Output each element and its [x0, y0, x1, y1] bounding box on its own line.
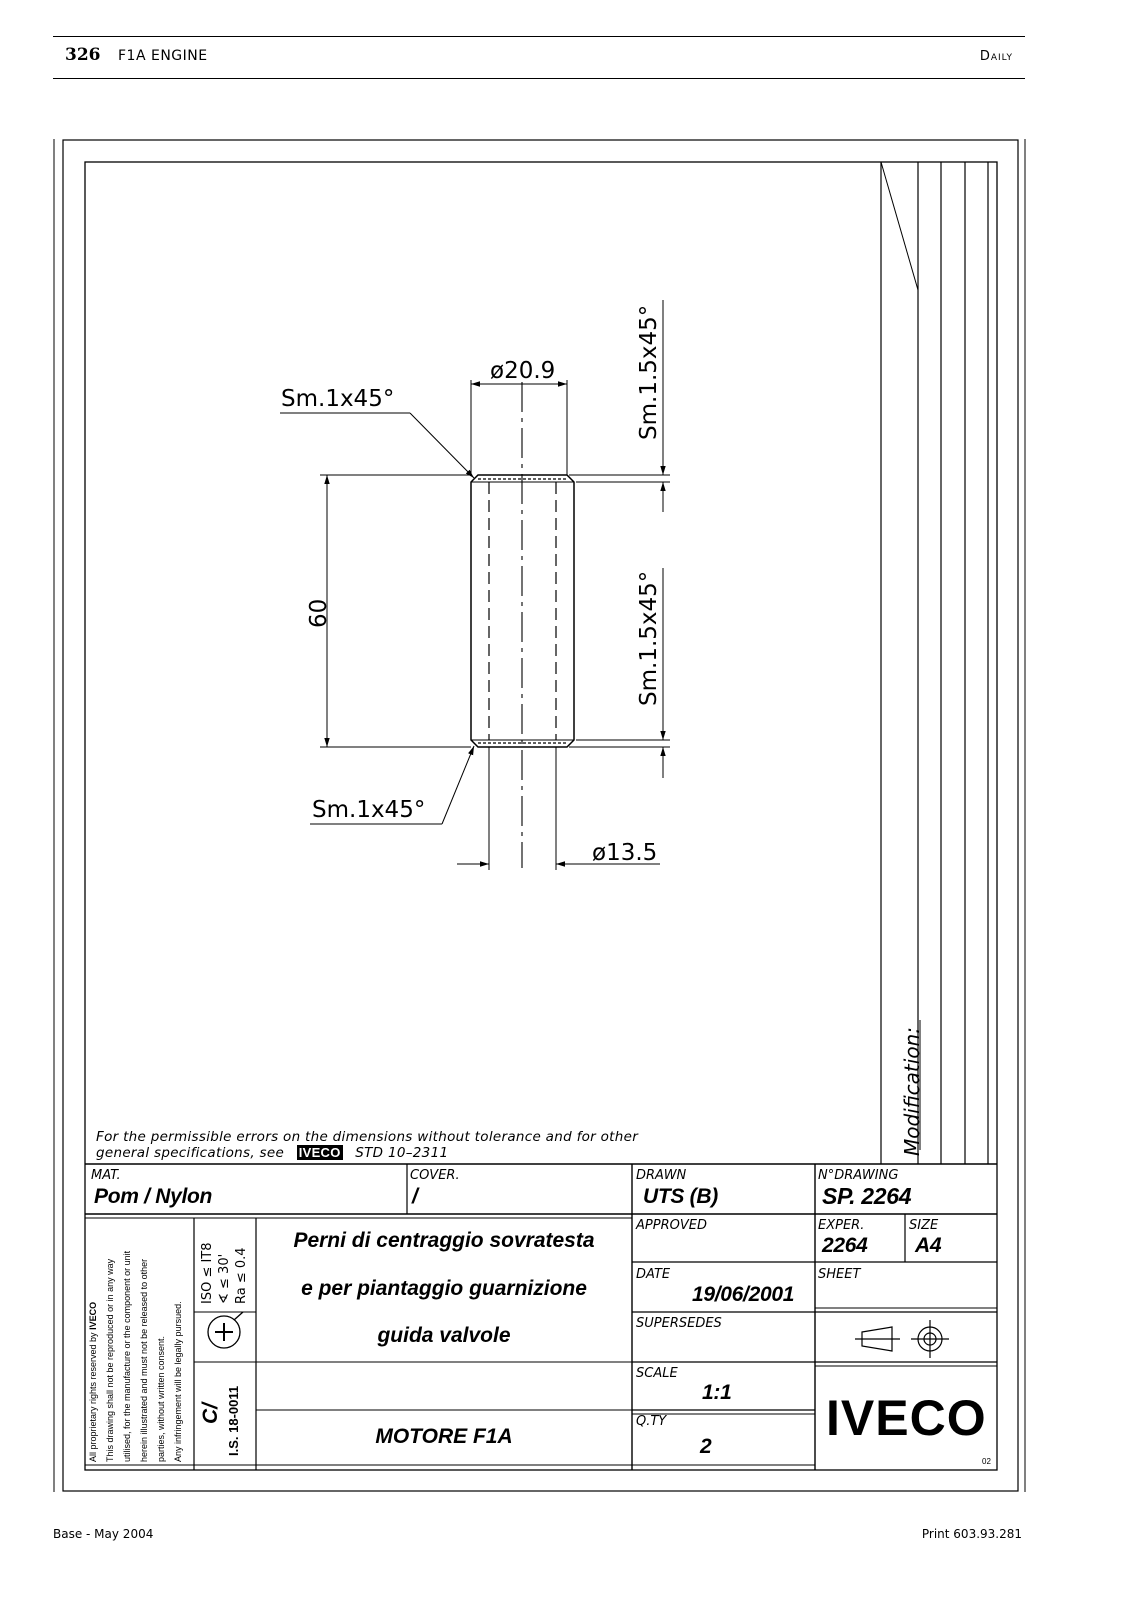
header-bottom-rule	[53, 78, 1025, 79]
dimension-length-label: 60	[306, 598, 332, 628]
tolerance-note-line2: general specifications, see IVECO STD 10…	[96, 1145, 448, 1161]
qty-value: 2	[700, 1435, 712, 1458]
title-block-grid	[85, 1163, 997, 1470]
cover-label: COVER.	[410, 1168, 460, 1183]
dimension-length	[320, 474, 471, 748]
standard-value: I.S. 18-0011	[226, 1385, 241, 1456]
description-line1: Perni di centraggio sovratesta	[293, 1229, 595, 1252]
iveco-inline-logo: IVECO	[296, 1145, 343, 1160]
mat-label: MAT.	[91, 1168, 121, 1183]
description-line3: guida valvole	[377, 1324, 511, 1347]
approved-label: APPROVED	[636, 1218, 707, 1233]
tolerance-note-line1: For the permissible errors on the dimens…	[96, 1129, 639, 1145]
dimension-top-diameter	[470, 380, 568, 475]
description-line2: e per piantaggio guarnizione	[301, 1277, 587, 1300]
supersedes-label: SUPERSEDES	[636, 1316, 722, 1331]
qty-label: Q.TY	[636, 1414, 667, 1429]
tolerance-note-std: STD 10–2311	[355, 1145, 449, 1161]
iso-tolerance: ISO ≤ IT8	[200, 1242, 215, 1304]
chamfer-dimensions-right	[569, 300, 670, 778]
scale-label: SCALE	[636, 1366, 678, 1381]
size-label: SIZE	[909, 1218, 939, 1233]
footer-right: Print 603.93.281	[921, 1527, 1022, 1541]
class-value: C/	[199, 1403, 222, 1424]
exper-label: EXPER.	[818, 1218, 865, 1233]
chamfer-top-left-label: Sm.1x45°	[281, 386, 395, 412]
rights-logo: IVECO	[88, 1301, 98, 1330]
rights-line5: parties, without written consent.	[156, 1335, 166, 1462]
part-name: MOTORE F1A	[375, 1425, 513, 1448]
hidden-bore-lines	[478, 478, 567, 744]
rights-line1: All proprietary rights reserved by IVECO	[88, 1302, 98, 1462]
chamfer-leaders-left	[280, 412, 475, 825]
exper-value: 2264	[822, 1234, 868, 1257]
sheet-frame	[53, 139, 1026, 1492]
header-top-rule	[53, 36, 1025, 37]
projection-symbol-icon	[855, 1320, 949, 1358]
dimension-bottom-diameter-label: ø13.5	[592, 840, 658, 866]
drawn-label: DRAWN	[636, 1168, 687, 1183]
dimension-bottom-diameter	[457, 747, 660, 870]
rights-text: All proprietary rights reserved by	[88, 1332, 98, 1462]
surface-symbol-icon	[207, 1311, 244, 1349]
revision-number: 02	[982, 1457, 991, 1466]
scale-value: 1:1	[702, 1381, 732, 1404]
mat-value: Pom / Nylon	[94, 1185, 213, 1208]
modification-label: Modification:	[900, 1027, 924, 1156]
rights-line4: herein illustrated and must not be relea…	[139, 1258, 149, 1462]
tolerance-note-text: general specifications, see	[96, 1145, 285, 1161]
model-name: Daily	[979, 49, 1013, 64]
angle-tolerance: ∢ ≤ 30'	[217, 1253, 232, 1304]
date-label: DATE	[636, 1267, 671, 1282]
section-title: F1A ENGINE	[118, 48, 208, 64]
dimension-top-diameter-label: ø20.9	[490, 358, 556, 384]
ndrawing-label: N°DRAWING	[818, 1168, 899, 1183]
sheet-label: SHEET	[818, 1267, 861, 1282]
iveco-logo: IVECO	[826, 1390, 987, 1446]
rights-line3: utilised, for the manufacture or the com…	[122, 1250, 132, 1462]
chamfer-right-top-label: Sm.1.5x45°	[636, 304, 662, 440]
date-value: 19/06/2001	[692, 1283, 795, 1306]
ndrawing-value: SP. 2264	[822, 1183, 912, 1209]
size-value: A4	[915, 1234, 942, 1257]
rights-line2: This drawing shall not be reproduced or …	[105, 1258, 115, 1462]
chamfer-bottom-left-label: Sm.1x45°	[312, 797, 426, 823]
chamfer-right-bottom-label: Sm.1.5x45°	[636, 570, 662, 706]
page-number: 326	[65, 45, 101, 65]
rights-line6: Any infringement will be legally pursued…	[173, 1301, 183, 1462]
modification-strip	[880, 161, 989, 1164]
roughness-tolerance: Ra ≤ 0.4	[234, 1247, 249, 1304]
cover-value: /	[412, 1185, 418, 1208]
footer-left: Base - May 2004	[53, 1527, 154, 1541]
drawn-value: UTS (B)	[643, 1185, 718, 1208]
